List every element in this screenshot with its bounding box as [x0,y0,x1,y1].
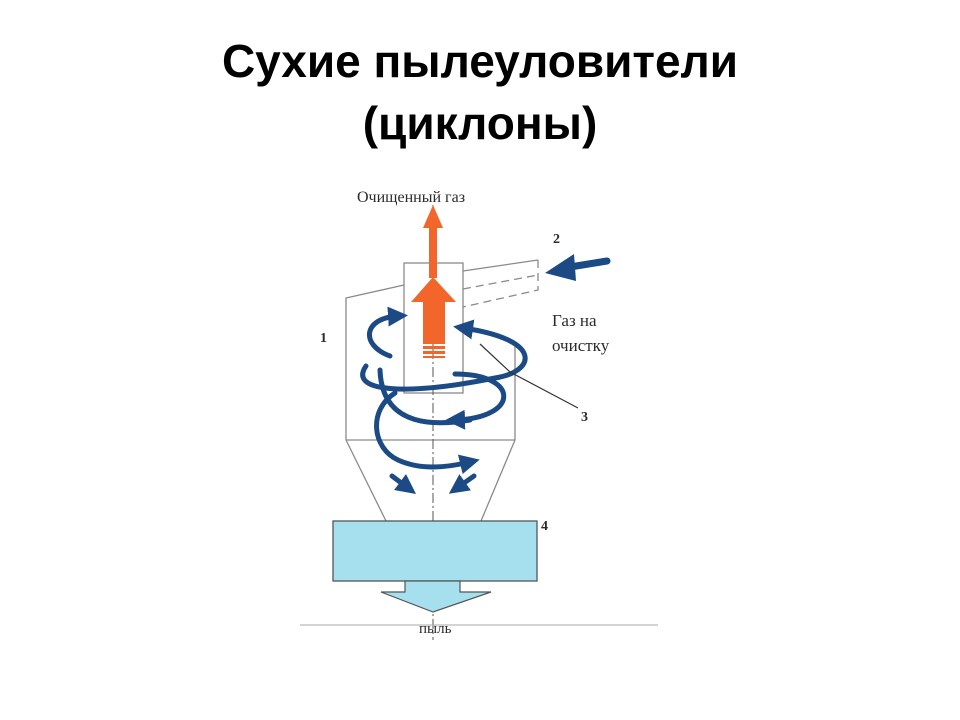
label-number-2: 2 [553,232,560,247]
gas-inlet-label-line-1: Газ на [552,311,597,330]
inlet-gas-arrow-icon [545,254,611,281]
title-line-1: Сухие пылеуловители [221,35,739,87]
leader-line-3 [479,343,579,409]
title-line-2: (циклоны) [362,97,598,149]
dust-hopper [332,520,538,582]
slide-title: Сухие пылеуловители (циклоны) [0,30,960,154]
swirl-flow-arrows [360,306,528,494]
clean-gas-arrow-icon [411,205,456,358]
label-number-1: 1 [320,331,327,346]
gas-inlet-label-line-2: очистку [552,336,610,355]
clean-gas-label: Очищенный газ [357,189,465,206]
dust-label: пыль [419,621,452,637]
inlet-duct [462,260,539,308]
label-number-4: 4 [541,519,548,534]
dust-outlet-arrow-icon [380,580,492,613]
label-number-3: 3 [581,410,588,425]
cyclone-body [345,259,539,522]
